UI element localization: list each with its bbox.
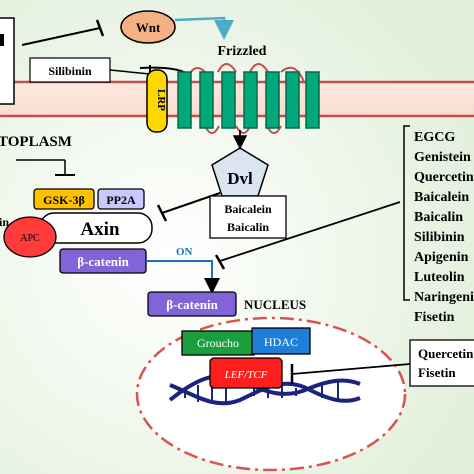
wnt-ellipse (120, 10, 176, 44)
hdac-box (251, 327, 311, 355)
qf-fisetin: Fisetin (418, 365, 456, 380)
cytoplasm-label: TOPLASM (0, 134, 72, 150)
dvl-label: Dvl (227, 169, 253, 188)
compound-egcg: EGCG (414, 130, 455, 145)
lef-tcf-box (209, 357, 283, 389)
gsk3b-box (33, 188, 95, 210)
compound-list-inhibition (214, 201, 401, 270)
groucho-label: Groucho (197, 336, 239, 350)
compound-luteolin: Luteolin (414, 270, 465, 285)
qf-quercetin: Quercetin (418, 346, 474, 361)
apc-label: APC (20, 233, 40, 244)
beta-catenin-cyto-label: β-catenin (77, 254, 129, 269)
frizzled-receptor (177, 63, 320, 134)
pp2a-box (97, 188, 145, 210)
baicalin-label: Baicalin (227, 220, 269, 234)
compound-genistein: Genistein (414, 150, 471, 165)
on-label: ON (176, 246, 193, 258)
cell-membrane (0, 80, 474, 118)
gsk-inhibition-from-top (16, 159, 75, 176)
compound-silibinin: Silibinin (414, 230, 465, 245)
baicalein-label: Baicalein (224, 202, 272, 216)
baicalein-fragment: in (0, 215, 9, 229)
hdac-label: HDAC (264, 335, 298, 349)
silibinin-label: Silibinin (48, 64, 92, 78)
compound-apigenin: Apigenin (414, 250, 469, 265)
compound-list: EGCG Genistein Quercetin Baicalein Baica… (403, 125, 474, 325)
quercetin-fisetin-box (409, 339, 474, 387)
silibinin-box (29, 57, 111, 83)
beta-catenin-nuc-box (147, 291, 237, 317)
top-left-compound-box (0, 17, 15, 105)
frizzled-label: Frizzled (218, 44, 267, 59)
compound-naringenin: Naringenin (414, 290, 474, 305)
compound-baicalin: Baicalin (414, 210, 463, 225)
wnt-to-frizzled-arrow (174, 16, 234, 40)
pp2a-label: PP2A (106, 193, 136, 207)
catenin-translocation-arrow (146, 260, 220, 294)
lef-tcf-inhibition (290, 363, 411, 384)
gsk3b-label: GSK-3β (43, 193, 85, 207)
wnt-label: Wnt (136, 20, 161, 35)
compound-quercetin: Quercetin (414, 170, 474, 185)
beta-catenin-nuc-label: β-catenin (166, 297, 218, 312)
nucleus-label: NUCLEUS (244, 297, 306, 312)
apc-ellipse (3, 216, 57, 258)
inhibition-to-wnt (21, 19, 105, 46)
compound-baicalein: Baicalein (414, 190, 469, 205)
axin-label: Axin (80, 219, 120, 240)
compound-fisetin: Fisetin (414, 310, 455, 325)
lrp-label: LRP (155, 89, 167, 111)
lef-tcf-label: LEF/TCF (224, 369, 268, 381)
baicalein-box (209, 195, 287, 239)
